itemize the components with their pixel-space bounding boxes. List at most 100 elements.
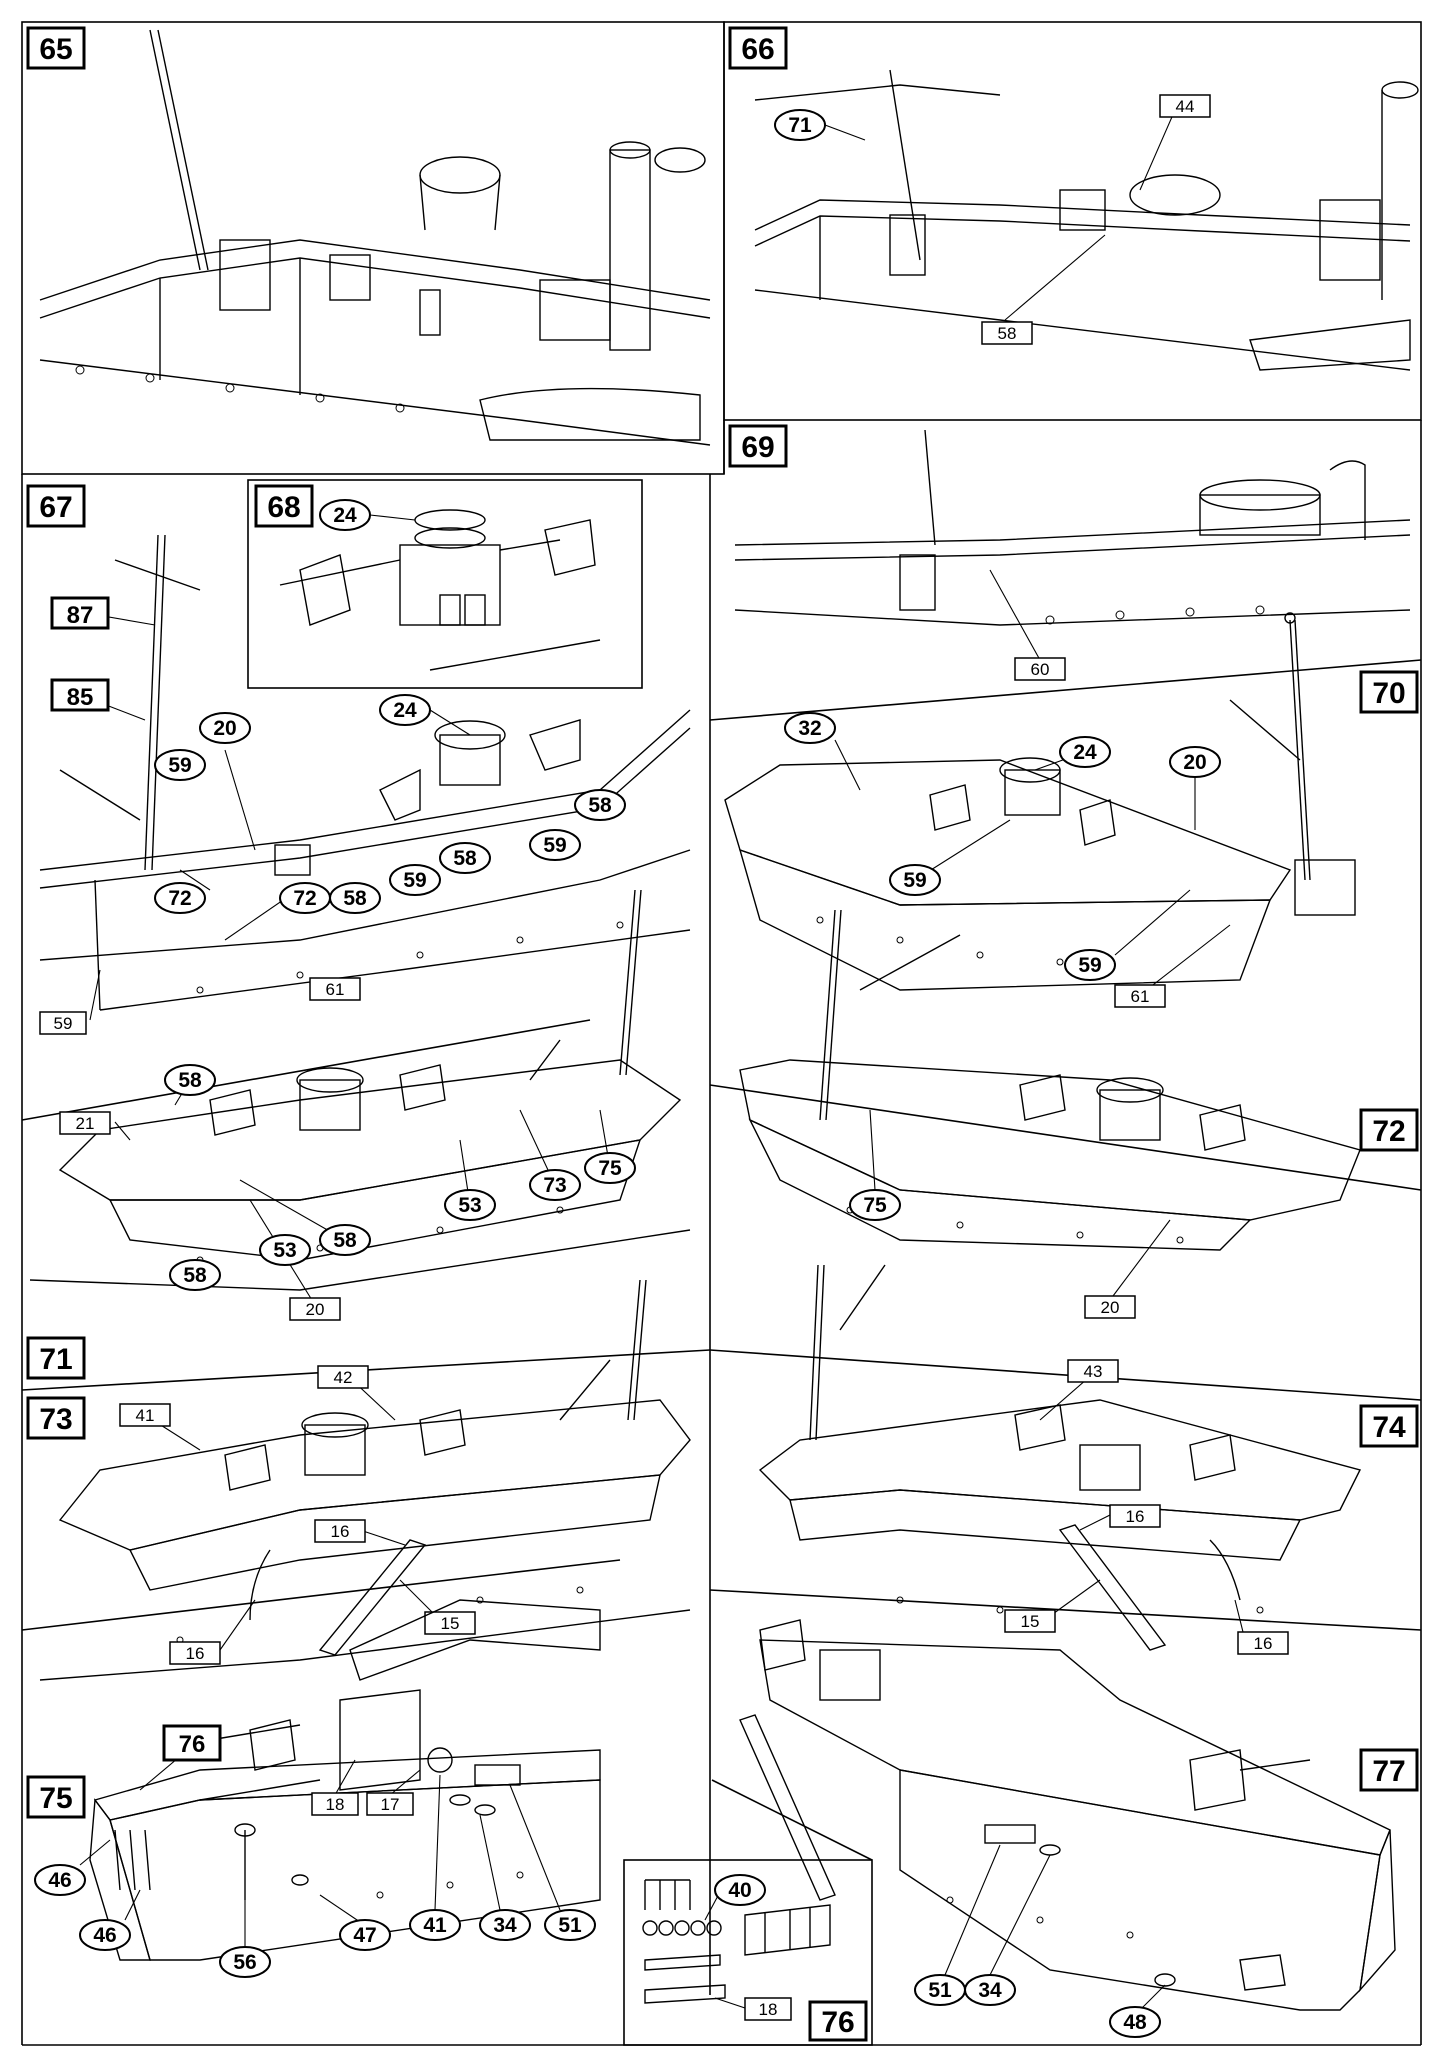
step-number: 71 [39,1343,72,1376]
panel-frames [21,21,1422,2046]
svg-text:58: 58 [183,1264,207,1287]
part-callout-box: 15 [1004,1609,1056,1633]
part-callout-circle: 75 [584,1152,636,1184]
svg-text:15: 15 [1021,1612,1040,1631]
svg-text:15: 15 [441,1614,460,1633]
step-68-drawing [279,509,601,671]
step-number: 76 [821,2006,854,2039]
svg-text:18: 18 [759,2000,778,2019]
svg-text:51: 51 [928,1979,952,2002]
step-71-callouts: 21 20 58 75 73 53 58 53 58 [59,1064,636,1321]
part-callout-circle: 34 [964,1974,1016,2006]
svg-text:60: 60 [1031,660,1050,679]
part-callout-circle: 46 [79,1919,131,1951]
svg-text:16: 16 [186,1644,205,1663]
step-75-callouts: 76 18 17 46 46 56 47 41 34 51 [34,1724,596,1978]
part-callout-box: 16 [169,1641,221,1665]
svg-text:61: 61 [1131,987,1150,1006]
step-73-label: 73 [26,1396,86,1440]
svg-text:16: 16 [331,1522,350,1541]
part-callout-circle: 59 [389,864,441,896]
svg-text:59: 59 [403,869,426,892]
step-65-drawing [39,29,711,446]
step-number: 68 [267,491,300,524]
svg-text:59: 59 [54,1014,73,1033]
part-callout-box: 16 [314,1519,366,1543]
step-number: 75 [39,1782,72,1815]
part-callout-box: 85 [50,678,110,712]
svg-text:24: 24 [333,504,357,527]
step-69-callouts: 60 [989,569,1066,681]
svg-text:48: 48 [1123,2011,1147,2034]
svg-text:75: 75 [598,1157,622,1180]
step-number: 66 [741,33,774,66]
part-callout-circle: 59 [1064,949,1116,981]
step-68-label: 68 [254,484,314,528]
part-callout-box: 58 [981,321,1033,345]
part-callout-box: 61 [1114,984,1166,1008]
part-callout-box: 18 [744,1997,792,2021]
step-66-drawing [754,69,1419,371]
step-72-callouts: 75 20 [849,1109,1171,1319]
svg-text:59: 59 [168,754,191,777]
step-70-label: 70 [1359,670,1419,714]
svg-text:61: 61 [326,980,345,999]
step-68-callouts: 24 [319,499,416,531]
svg-text:41: 41 [423,1914,447,1937]
svg-text:58: 58 [343,887,367,910]
step-number: 73 [39,1403,72,1436]
svg-text:42: 42 [334,1368,353,1387]
part-callout-box: 20 [1084,1295,1136,1319]
step-76-drawing [642,1879,831,2004]
step-number: 67 [39,491,72,524]
step-70-callouts: 32 24 20 59 59 61 [784,712,1231,1008]
svg-text:72: 72 [168,887,191,910]
step-71-drawing [29,889,691,1291]
step-74-callouts: 43 16 15 16 [1004,1359,1289,1655]
part-callout-box: 21 [59,1111,111,1135]
part-callout-circle: 41 [409,1909,461,1941]
svg-text:16: 16 [1126,1507,1145,1526]
part-callout-circle: 58 [169,1259,221,1291]
part-callout-circle: 59 [889,864,941,896]
part-callout-circle: 58 [319,1224,371,1256]
svg-text:53: 53 [273,1239,296,1262]
step-number: 70 [1372,677,1405,710]
step-67-label: 67 [26,484,86,528]
step-76-label: 76 [808,2000,868,2042]
step-77-callouts: 51 34 48 [914,1844,1166,2038]
step-76-callouts: 40 18 [704,1874,792,2021]
svg-text:20: 20 [1101,1298,1120,1317]
part-callout-circle: 72 [279,882,331,914]
step-75-drawing [89,1599,601,1961]
step-69-drawing [734,429,1411,626]
part-callout-box: 16 [1109,1504,1161,1528]
svg-text:44: 44 [1176,97,1195,116]
svg-text:58: 58 [333,1229,357,1252]
svg-text:46: 46 [48,1869,71,1892]
svg-text:40: 40 [728,1879,751,1902]
part-callout-circle: 24 [319,499,371,531]
svg-text:85: 85 [67,684,94,711]
part-callout-circle: 47 [339,1919,391,1951]
step-number: 72 [1372,1115,1405,1148]
step-72-label: 72 [1359,1108,1419,1152]
step-73-callouts: 41 42 16 15 16 [119,1365,476,1665]
part-callout-circle: 40 [714,1874,766,1906]
part-callout-circle: 53 [444,1189,496,1221]
part-callout-box: 87 [50,596,110,630]
svg-text:34: 34 [978,1979,1002,2002]
svg-text:53: 53 [458,1194,481,1217]
svg-text:58: 58 [178,1069,202,1092]
svg-text:43: 43 [1084,1362,1103,1381]
step-77-label: 77 [1359,1748,1419,1792]
step-number: 69 [741,431,774,464]
step-number: 74 [1372,1411,1406,1444]
svg-text:17: 17 [381,1795,400,1814]
part-callout-box: 60 [1014,657,1066,681]
step-73-drawing [39,1279,691,1681]
svg-text:56: 56 [233,1951,256,1974]
svg-text:46: 46 [93,1924,116,1947]
step-71-label: 71 [26,1336,86,1380]
